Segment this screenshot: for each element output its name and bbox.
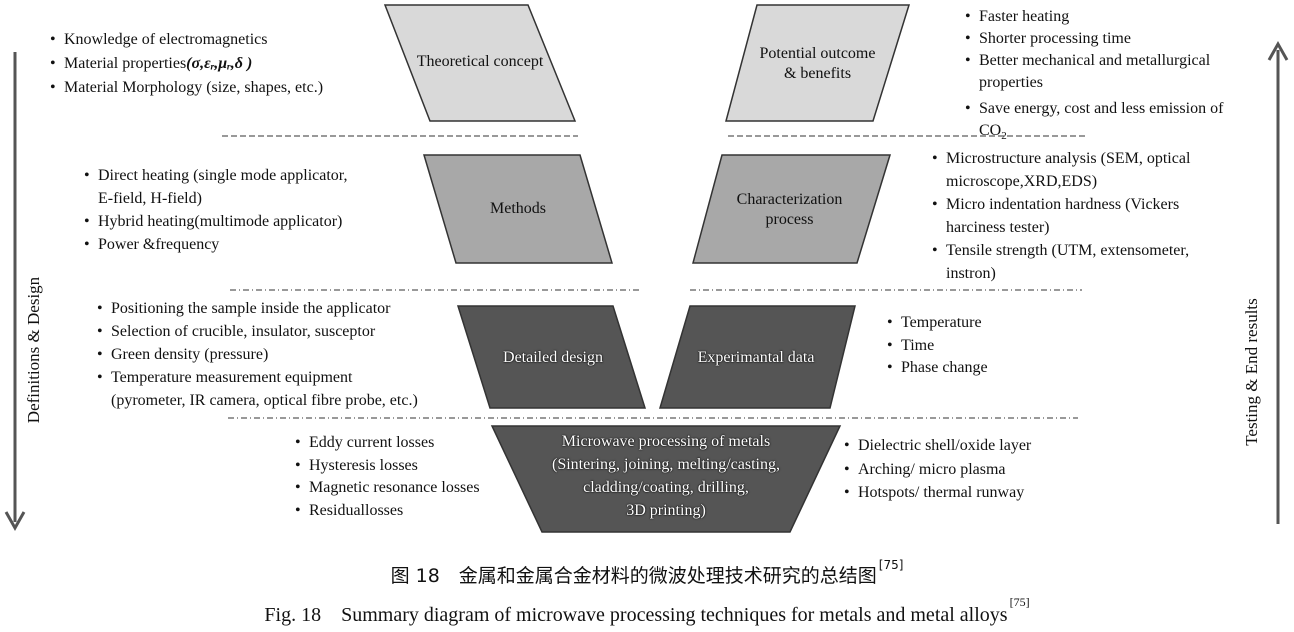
experimental-data-label: Experimantal data [697, 349, 815, 366]
bullet-item: Green density (pressure) [97, 343, 481, 366]
down-arrow-icon [4, 511, 26, 532]
figure-caption-en: Fig. 18 Summary diagram of microwave pro… [0, 595, 1294, 627]
potential-outcome-box [725, 4, 911, 122]
processing-label-line: cladding/coating, drilling, [583, 479, 749, 496]
outcome-label-line: & benefits [783, 65, 852, 82]
bullet-item: Microstructure analysis (SEM, optical mic… [932, 147, 1286, 193]
methods-label: Methods [490, 200, 546, 217]
caption-text: 图 18 金属和金属合金材料的微波处理技术研究的总结图 [390, 565, 877, 587]
bullet-text: Microstructure analysis (SEM, optical [946, 150, 1191, 167]
processing-label-line: 3D printing) [626, 502, 706, 519]
theoretical-bullets: Knowledge of electromagnetics Material p… [48, 28, 424, 100]
bullet-text: (pyrometer, IR camera, optical fibre pro… [111, 392, 418, 409]
bullet-item: Selection of crucible, insulator, suscep… [97, 320, 481, 343]
bullet-text: Better mechanical and metallurgical [979, 52, 1211, 69]
bullet-item: Shorter processing time [965, 28, 1294, 50]
bullet-text: Tensile strength (UTM, extensometer, [946, 242, 1190, 259]
experimental-data-box [658, 305, 856, 409]
bullet-text: CO [979, 122, 1002, 139]
material-properties-symbols: (σ,εᵣ,μᵣ,δ ) [186, 55, 253, 72]
bullet-item: Tensile strength (UTM, extensometer, inst… [932, 239, 1286, 285]
theoretical-concept-label: Theoretical concept [416, 53, 544, 70]
bullet-text: Save energy, cost and less emission of [979, 100, 1224, 117]
bullet-text: Temperature measurement equipment [111, 369, 353, 386]
losses-bullets: Eddy current losses Hysteresis losses Ma… [293, 432, 539, 522]
bullet-item: Material Morphology (size, shapes, etc.) [50, 76, 424, 100]
challenges-bullets: Dielectric shell/oxide layer Arching/ mi… [842, 434, 1108, 505]
bullet-text: properties [979, 74, 1043, 91]
bullet-item: Residuallosses [295, 500, 539, 523]
experimental-bullets: Temperature Time Phase change [885, 312, 1081, 380]
bullet-text: Material properties [64, 55, 187, 72]
processing-label-line: (Sintering, joining, melting/casting, [552, 456, 780, 473]
bullet-item: Faster heating [965, 6, 1294, 28]
caption-text: Fig. 18 Summary diagram of microwave pro… [264, 604, 1008, 626]
characterization-label-line: process [765, 211, 814, 228]
caption-reference: [75] [878, 558, 904, 572]
bullet-item: Time [887, 335, 1081, 358]
characterization-label: Characterization process [712, 190, 867, 230]
bullet-item: Temperature [887, 312, 1081, 335]
definitions-design-label: Definitions & Design [24, 276, 43, 424]
bullet-text: Micro indentation hardness (Vickers [946, 196, 1180, 213]
detailed-design-label: Detailed design [503, 349, 603, 366]
bullet-item: Hybrid heating(multimode applicator) [84, 210, 428, 233]
bullet-item: Better mechanical and metallurgical prope… [965, 50, 1294, 94]
bullet-item: Hotspots/ thermal runway [844, 481, 1108, 505]
design-bullets: Positioning the sample inside the applic… [95, 297, 481, 412]
bullet-item: Phase change [887, 357, 1081, 380]
bullet-item: Material properties(σ,εᵣ,μᵣ,δ ) [50, 52, 424, 76]
bullet-item: Arching/ micro plasma [844, 458, 1108, 482]
bullet-item: Direct heating (single mode applicator, E… [84, 164, 428, 210]
bullet-item: Temperature measurement equipment (pyrome… [97, 366, 481, 412]
potential-outcome-label: Potential outcome & benefits [740, 44, 895, 84]
bullet-text: Direct heating (single mode applicator, [98, 167, 348, 184]
bullet-item: Power &frequency [84, 233, 428, 256]
bullet-item: Dielectric shell/oxide layer [844, 434, 1108, 458]
characterization-label-line: Characterization [736, 191, 843, 208]
bullet-item: Micro indentation hardness (Vickers harci… [932, 193, 1286, 239]
figure-caption-zh: 图 18 金属和金属合金材料的微波处理技术研究的总结图[75] [0, 558, 1294, 588]
outcome-bullets: Faster heating Shorter processing time B… [963, 6, 1294, 147]
bullet-item: Hysteresis losses [295, 455, 539, 478]
bullet-item: Knowledge of electromagnetics [50, 28, 424, 52]
methods-box [422, 154, 614, 264]
characterization-bullets: Microstructure analysis (SEM, optical mic… [930, 147, 1286, 285]
bullet-text: E-field, H-field) [98, 190, 202, 207]
outcome-label-line: Potential outcome [759, 45, 876, 62]
testing-end-results-label: Testing & End results [1242, 298, 1261, 446]
methods-bullets: Direct heating (single mode applicator, E… [82, 164, 428, 256]
bullet-item: Positioning the sample inside the applic… [97, 297, 481, 320]
microwave-processing-label: Microwave processing of metals (Sinterin… [520, 430, 812, 522]
subscript: 2 [1001, 130, 1007, 143]
bullet-text: instron) [946, 265, 996, 282]
bullet-item: Magnetic resonance losses [295, 477, 539, 500]
bullet-item: Save energy, cost and less emission of CO… [965, 98, 1294, 147]
processing-label-line: Microwave processing of metals [561, 433, 771, 450]
bullet-text: microscope,XRD,EDS) [946, 173, 1098, 190]
caption-reference: [75] [1009, 595, 1030, 609]
bullet-item: Eddy current losses [295, 432, 539, 455]
characterization-box [692, 154, 892, 264]
bullet-text: harciness tester) [946, 219, 1050, 236]
